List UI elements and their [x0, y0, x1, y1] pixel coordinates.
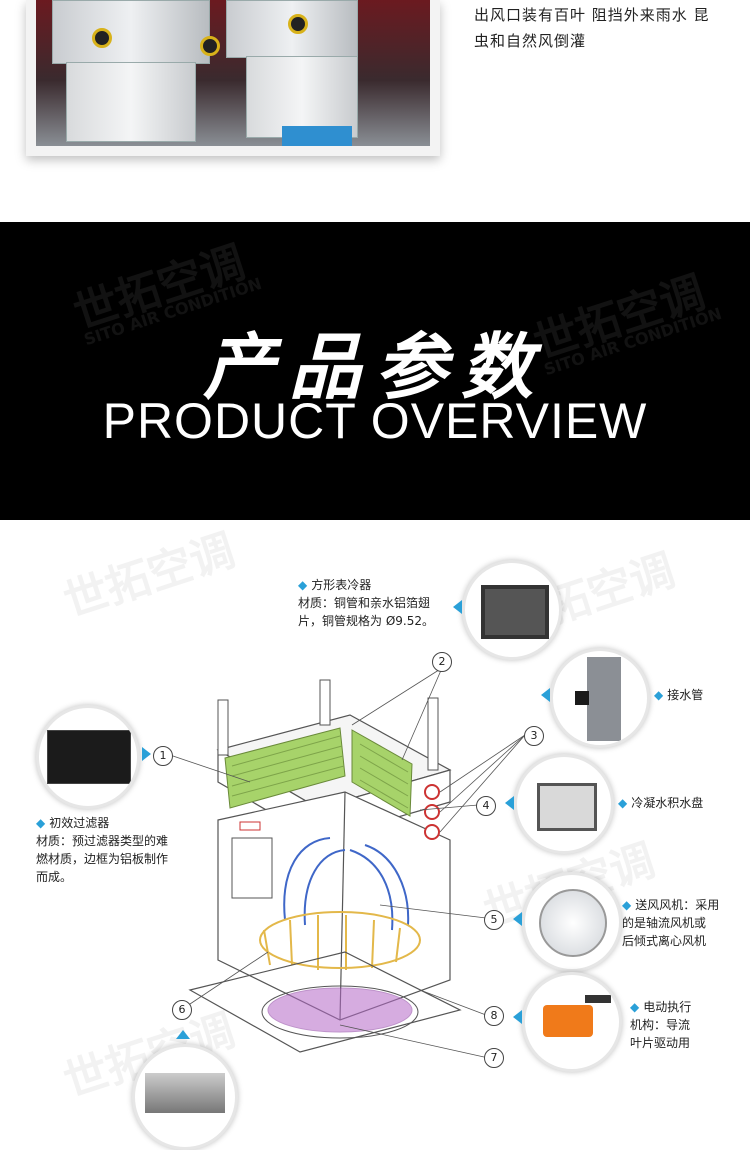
coil-photo — [462, 560, 562, 660]
extra-image — [145, 1073, 225, 1113]
callout-arrow-left — [541, 688, 550, 702]
product-photo — [36, 0, 430, 146]
callout-arrow-left — [513, 912, 522, 926]
label-drain-pipe: ◆接水管 — [654, 688, 704, 702]
extra-photo — [132, 1044, 238, 1150]
section-banner: 世拓空调 SITO AIR CONDITION 世拓空调 SITO AIR CO… — [0, 222, 750, 520]
callout-arrow-left — [453, 600, 462, 614]
callout-number-6: 6 — [172, 1000, 192, 1020]
product-photo-frame — [26, 0, 440, 156]
unit-drawing — [169, 667, 526, 1058]
filter-photo — [36, 705, 140, 809]
callout-number-2: 2 — [432, 652, 452, 672]
top-section: 出风口装有百叶 阻挡外来雨水 昆 虫和自然风倒灌 — [0, 0, 750, 222]
knob-icon — [200, 36, 220, 56]
banner-title-cn: 产品参数 — [202, 325, 547, 409]
blue-tarp — [282, 126, 352, 146]
label-actuator-desc2: 叶片驱动用 — [630, 1036, 691, 1050]
top-description-line2: 虫和自然风倒灌 — [474, 32, 587, 50]
actuator-cable — [585, 995, 611, 1003]
label-fan-desc2: 后倾式离心风机 — [622, 934, 707, 948]
callout-number-1: 1 — [153, 746, 173, 766]
top-description: 出风口装有百叶 阻挡外来雨水 昆 虫和自然风倒灌 — [474, 2, 734, 54]
knob-icon — [92, 28, 112, 48]
filter-panel — [47, 730, 131, 784]
label-filter-desc2: 燃材质，边框为铝板制作 — [36, 852, 169, 866]
unit-box — [52, 0, 210, 64]
label-filter-desc3: 而成。 — [36, 870, 73, 884]
fan-photo — [522, 872, 622, 972]
label-coil-desc2: 片，铜管规格为 Ø9.52。 — [298, 614, 434, 628]
label-coil-name: 方形表冷器 — [311, 578, 372, 592]
label-fan: ◆送风风机：采用 的是轴流风机或 后倾式离心风机 — [622, 896, 746, 950]
product-diagram: 世拓空调 世拓空调 世拓空调 世拓空调 — [0, 520, 750, 1150]
label-coil: ◆方形表冷器 材质：铜管和亲水铝箔翅 片，铜管规格为 Ø9.52。 — [298, 576, 468, 630]
callout-number-5: 5 — [484, 910, 504, 930]
label-fan-name: 送风风机：采用 — [635, 898, 720, 912]
knob-icon — [288, 14, 308, 34]
top-description-line1: 出风口装有百叶 阻挡外来雨水 昆 — [474, 6, 710, 24]
label-filter-desc1: 材质：预过滤器类型的难 — [36, 834, 169, 848]
callout-number-4: 4 — [476, 796, 496, 816]
label-actuator-desc1: 机构：导流 — [630, 1018, 691, 1032]
drain-body — [587, 657, 621, 741]
callout-number-7: 7 — [484, 1048, 504, 1068]
unit-base — [246, 56, 358, 138]
label-actuator: ◆电动执行 机构：导流 叶片驱动用 — [630, 998, 740, 1052]
unit-base — [66, 62, 196, 142]
callout-arrow-left — [513, 1010, 522, 1024]
callout-arrow-left — [505, 796, 514, 810]
drip-tray-photo — [514, 754, 614, 854]
fan-wheel — [539, 889, 607, 957]
drip-tray — [537, 783, 597, 831]
drain-pipe — [575, 691, 589, 705]
label-fan-desc1: 的是轴流风机或 — [622, 916, 707, 930]
label-drip-tray: ◆冷凝水积水盘 — [618, 796, 704, 810]
label-actuator-name: 电动执行 — [643, 1000, 692, 1014]
coil-frame — [481, 585, 549, 639]
label-filter-name: 初效过滤器 — [49, 816, 110, 830]
drain-pipe-photo — [550, 648, 650, 748]
label-coil-desc1: 材质：铜管和亲水铝箔翅 — [298, 596, 431, 610]
label-drain-pipe-name: 接水管 — [667, 688, 704, 702]
callout-arrow-right — [142, 747, 151, 761]
label-filter: ◆初效过滤器 材质：预过滤器类型的难 燃材质，边框为铝板制作 而成。 — [36, 814, 196, 886]
banner-title-en: PRODUCT OVERVIEW — [102, 393, 648, 449]
callout-number-8: 8 — [484, 1006, 504, 1026]
callout-number-3: 3 — [524, 726, 544, 746]
callout-arrow-up — [176, 1030, 190, 1039]
actuator-body — [543, 1005, 593, 1037]
label-drip-tray-name: 冷凝水积水盘 — [631, 796, 704, 810]
actuator-photo — [522, 972, 622, 1072]
